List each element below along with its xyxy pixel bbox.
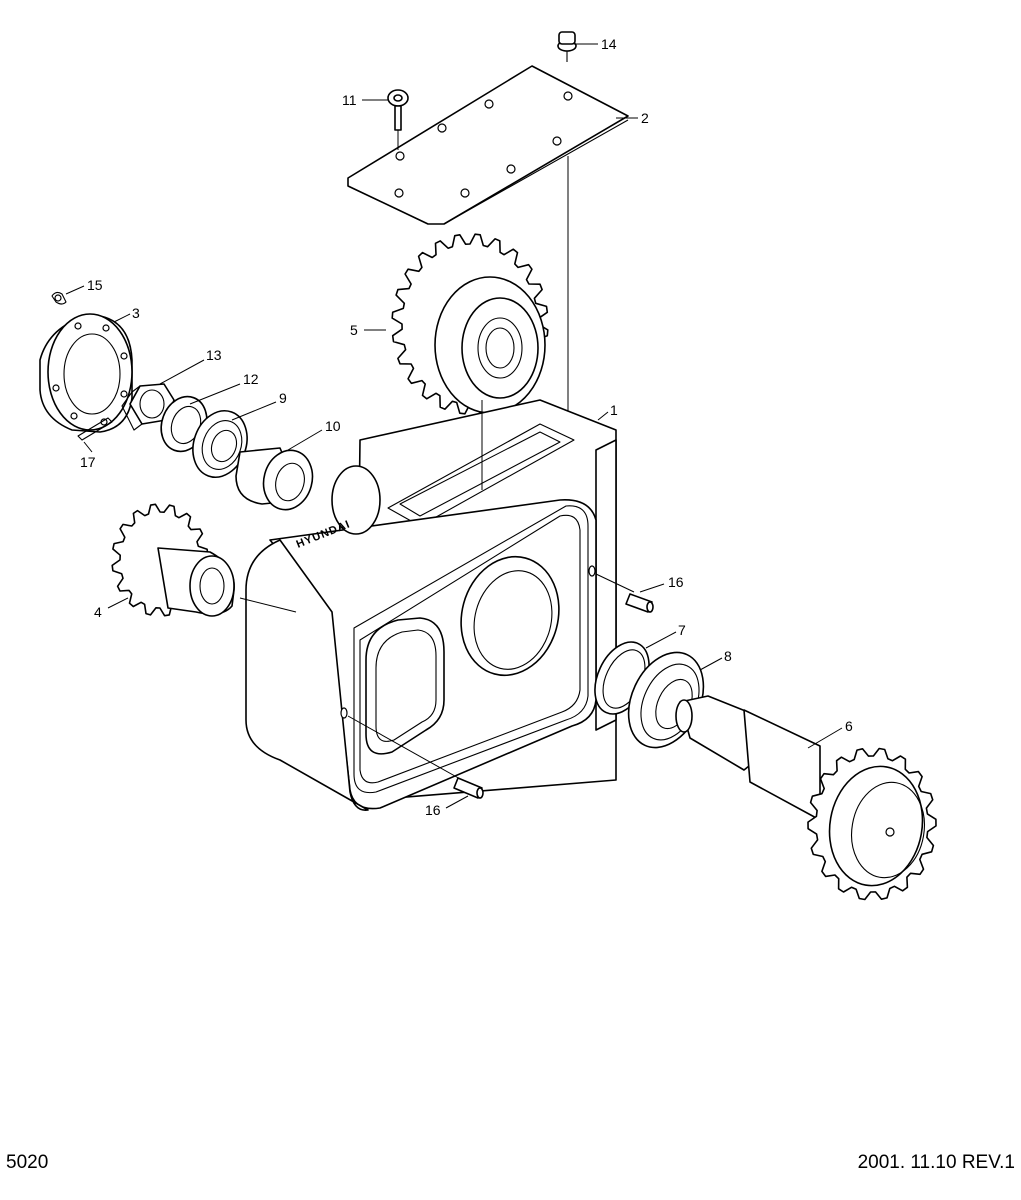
callout-9: 9 — [279, 390, 287, 406]
callout-7: 7 — [678, 622, 686, 638]
hex-nut-part-13 — [121, 383, 175, 431]
cover-plate — [347, 65, 629, 225]
callout-15: 15 — [87, 277, 103, 293]
callout-6: 6 — [845, 718, 853, 734]
pinion-gear-part-4 — [111, 503, 235, 617]
dowel-pin-part-16-lower — [347, 715, 484, 799]
ball-bearing-part-9 — [192, 410, 248, 478]
callouts: 14 2 11 15 3 5 13 12 9 10 1 17 4 16 7 8 — [65, 36, 853, 818]
sleeve-part-10 — [235, 447, 314, 511]
clip-part-15 — [51, 291, 67, 305]
callout-12: 12 — [243, 371, 259, 387]
bolt-part-14 — [557, 31, 577, 62]
eye-bolt-part-11 — [387, 89, 409, 150]
callout-8: 8 — [724, 648, 732, 664]
page-number: 5020 — [6, 1152, 49, 1173]
callout-3: 3 — [132, 305, 140, 321]
callout-5: 5 — [350, 322, 358, 338]
callout-16-lower: 16 — [425, 802, 441, 818]
callout-14: 14 — [601, 36, 617, 52]
callout-11: 11 — [342, 92, 357, 108]
flange-cover-part-3 — [39, 313, 133, 433]
callout-2: 2 — [641, 110, 649, 126]
callout-17: 17 — [80, 454, 96, 470]
cotter-pin-part-17 — [77, 417, 113, 441]
callout-13: 13 — [206, 347, 222, 363]
large-gear-part-5 — [391, 233, 549, 415]
callout-10: 10 — [325, 418, 341, 434]
output-shaft-part-6 — [675, 695, 937, 901]
dowel-pin-part-16-upper — [595, 573, 654, 613]
callout-16-upper: 16 — [668, 574, 684, 590]
callout-4: 4 — [94, 604, 102, 620]
revision-note: 2001. 11.10 REV.1 — [857, 1152, 1015, 1173]
callout-1: 1 — [610, 402, 618, 418]
